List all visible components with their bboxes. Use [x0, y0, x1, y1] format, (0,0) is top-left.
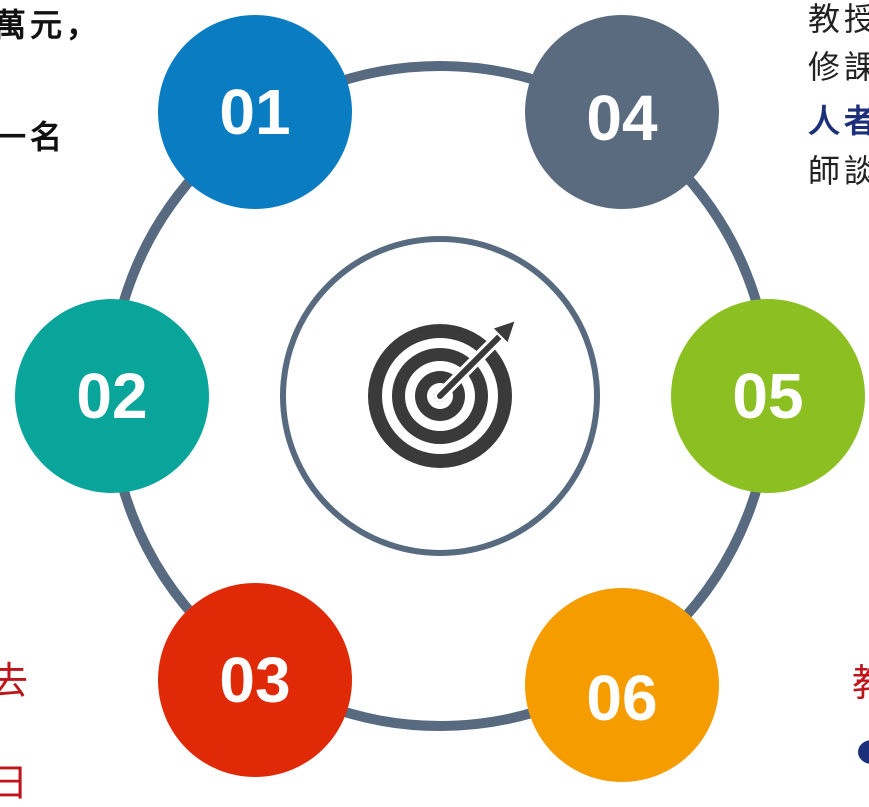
node-02: 02	[15, 299, 209, 493]
cycle-diagram: 01 02 03 04 05 06	[15, 15, 865, 782]
text-fragment-bottom-right-1: 教	[852, 652, 869, 707]
text-fragment-top-right-4: 師談	[808, 152, 869, 190]
text-fragment-bottom-left-1: 去	[0, 659, 33, 703]
node-02-label: 02	[76, 360, 147, 432]
text-fragment-top-right-1: 教授	[808, 0, 869, 38]
node-06-label: 06	[586, 662, 657, 734]
bullet-dot	[858, 740, 869, 764]
node-01: 01	[158, 15, 352, 209]
node-04-label: 04	[586, 82, 658, 154]
text-fragment-top-right-3: 人者	[808, 102, 869, 140]
node-05: 05	[671, 299, 865, 493]
text-fragment-top-left-1: 萬元，	[0, 6, 103, 44]
node-01-label: 01	[219, 76, 290, 148]
target-with-arrow-icon	[368, 318, 518, 468]
node-03: 03	[158, 583, 352, 777]
node-05-label: 05	[732, 360, 803, 432]
inner-ring	[280, 236, 600, 556]
node-06: 06	[525, 588, 719, 782]
text-fragment-top-left-2: 一名	[0, 118, 67, 156]
node-04: 04	[525, 15, 719, 209]
node-03-label: 03	[219, 644, 290, 716]
text-fragment-top-right-2: 修課	[808, 48, 869, 86]
